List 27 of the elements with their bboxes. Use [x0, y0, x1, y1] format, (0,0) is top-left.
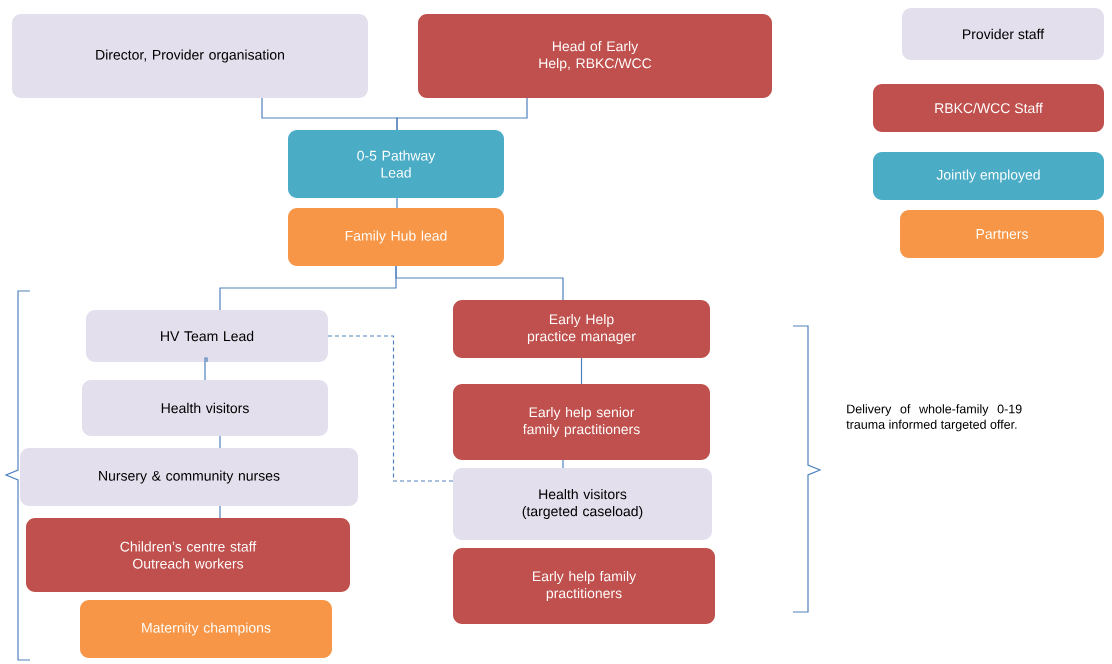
org-box: Health visitors	[82, 380, 328, 436]
connector-line	[395, 265, 564, 301]
org-box: Family Hub lead	[288, 208, 504, 266]
org-box: Nursery & community nurses	[20, 448, 358, 506]
connector-line	[396, 97, 528, 131]
org-box: 0-5 Pathway Lead	[288, 130, 504, 198]
connector-line	[219, 505, 221, 519]
org-box: Maternity champions	[80, 600, 332, 658]
org-box: Director, Provider organisation	[12, 14, 368, 98]
legend-item: Partners	[900, 210, 1104, 258]
connector-line	[327, 335, 454, 482]
legend-item: RBKC/WCC Staff	[873, 84, 1104, 132]
org-box: Head of Early Help, RBKC/WCC	[418, 14, 772, 98]
org-box: HV Team Lead	[86, 310, 328, 362]
connector-line	[562, 459, 564, 469]
connector-line	[580, 357, 583, 385]
legend-item: Jointly employed	[873, 152, 1104, 200]
note-text: Delivery of whole-family 0-19 trauma informed targeted offer.	[846, 404, 1022, 432]
connector-line	[396, 197, 398, 209]
org-box: Health visitors (targeted caseload)	[453, 468, 712, 540]
connector-line	[219, 435, 221, 449]
legend-item: Provider staff	[902, 8, 1104, 60]
org-box: Children’s centre staff Outreach workers	[26, 518, 350, 592]
org-box: Early Help practice manager	[453, 300, 710, 358]
org-box: Early help senior family practitioners	[453, 384, 710, 460]
connector-line	[204, 357, 208, 381]
org-box: Early help family practitioners	[453, 548, 715, 624]
